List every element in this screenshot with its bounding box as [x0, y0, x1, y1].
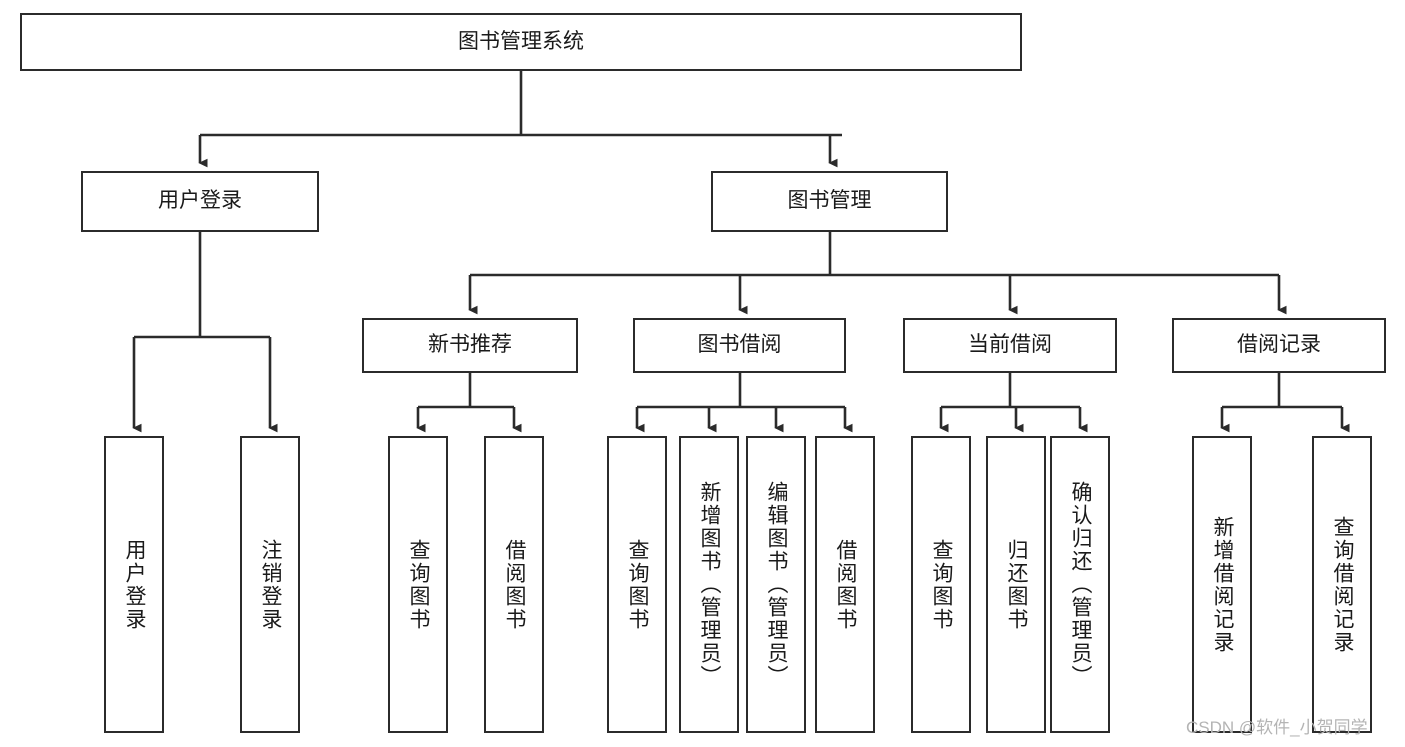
leaf-user-login-label: 用户登录 — [123, 538, 147, 631]
node-book-manage[interactable]: 图书管理 — [711, 171, 948, 232]
leaf-logout[interactable]: 注销登录 — [240, 436, 300, 733]
node-book-borrow[interactable]: 图书借阅 — [633, 318, 846, 373]
leaf-add-book[interactable]: 新增图书（管理员） — [679, 436, 739, 733]
leaf-query-book-cur-label: 查询图书 — [930, 538, 954, 631]
node-borrow-record-label: 借阅记录 — [1237, 333, 1321, 357]
node-current-borrow-label: 当前借阅 — [968, 333, 1052, 357]
leaf-add-record-label: 新增借阅记录 — [1211, 515, 1235, 654]
leaf-confirm-return[interactable]: 确认归还（管理员） — [1050, 436, 1110, 733]
leaf-add-record[interactable]: 新增借阅记录 — [1192, 436, 1252, 733]
leaf-borrow-book-rec[interactable]: 借阅图书 — [484, 436, 544, 733]
leaf-confirm-return-label: 确认归还（管理员） — [1069, 481, 1093, 688]
node-current-borrow[interactable]: 当前借阅 — [903, 318, 1117, 373]
leaf-query-book-cur[interactable]: 查询图书 — [911, 436, 971, 733]
node-user-login-label: 用户登录 — [158, 189, 242, 213]
node-new-book-rec-label: 新书推荐 — [428, 333, 512, 357]
node-new-book-rec[interactable]: 新书推荐 — [362, 318, 578, 373]
leaf-return-book-label: 归还图书 — [1005, 538, 1029, 631]
node-root-label: 图书管理系统 — [458, 29, 584, 53]
leaf-query-book-rec-label: 查询图书 — [407, 538, 431, 631]
leaf-edit-book-label: 编辑图书（管理员） — [765, 481, 789, 688]
node-user-login[interactable]: 用户登录 — [81, 171, 319, 232]
leaf-query-book-borrow-label: 查询图书 — [626, 538, 650, 631]
leaf-query-book-rec[interactable]: 查询图书 — [388, 436, 448, 733]
leaf-borrow-book[interactable]: 借阅图书 — [815, 436, 875, 733]
csdn-watermark: CSDN @软件_小贺同学 — [1186, 718, 1368, 737]
leaf-edit-book[interactable]: 编辑图书（管理员） — [746, 436, 806, 733]
leaf-add-book-label: 新增图书（管理员） — [698, 481, 722, 688]
leaf-borrow-book-label: 借阅图书 — [834, 538, 858, 631]
leaf-query-record[interactable]: 查询借阅记录 — [1312, 436, 1372, 733]
leaf-return-book[interactable]: 归还图书 — [986, 436, 1046, 733]
leaf-borrow-book-rec-label: 借阅图书 — [503, 538, 527, 631]
leaf-logout-label: 注销登录 — [259, 538, 283, 631]
node-borrow-record[interactable]: 借阅记录 — [1172, 318, 1386, 373]
node-book-manage-label: 图书管理 — [787, 189, 872, 213]
leaf-query-record-label: 查询借阅记录 — [1331, 515, 1355, 654]
node-book-borrow-label: 图书借阅 — [697, 333, 782, 357]
leaf-user-login[interactable]: 用户登录 — [104, 436, 164, 733]
leaf-query-book-borrow[interactable]: 查询图书 — [607, 436, 667, 733]
node-root[interactable]: 图书管理系统 — [20, 13, 1022, 71]
